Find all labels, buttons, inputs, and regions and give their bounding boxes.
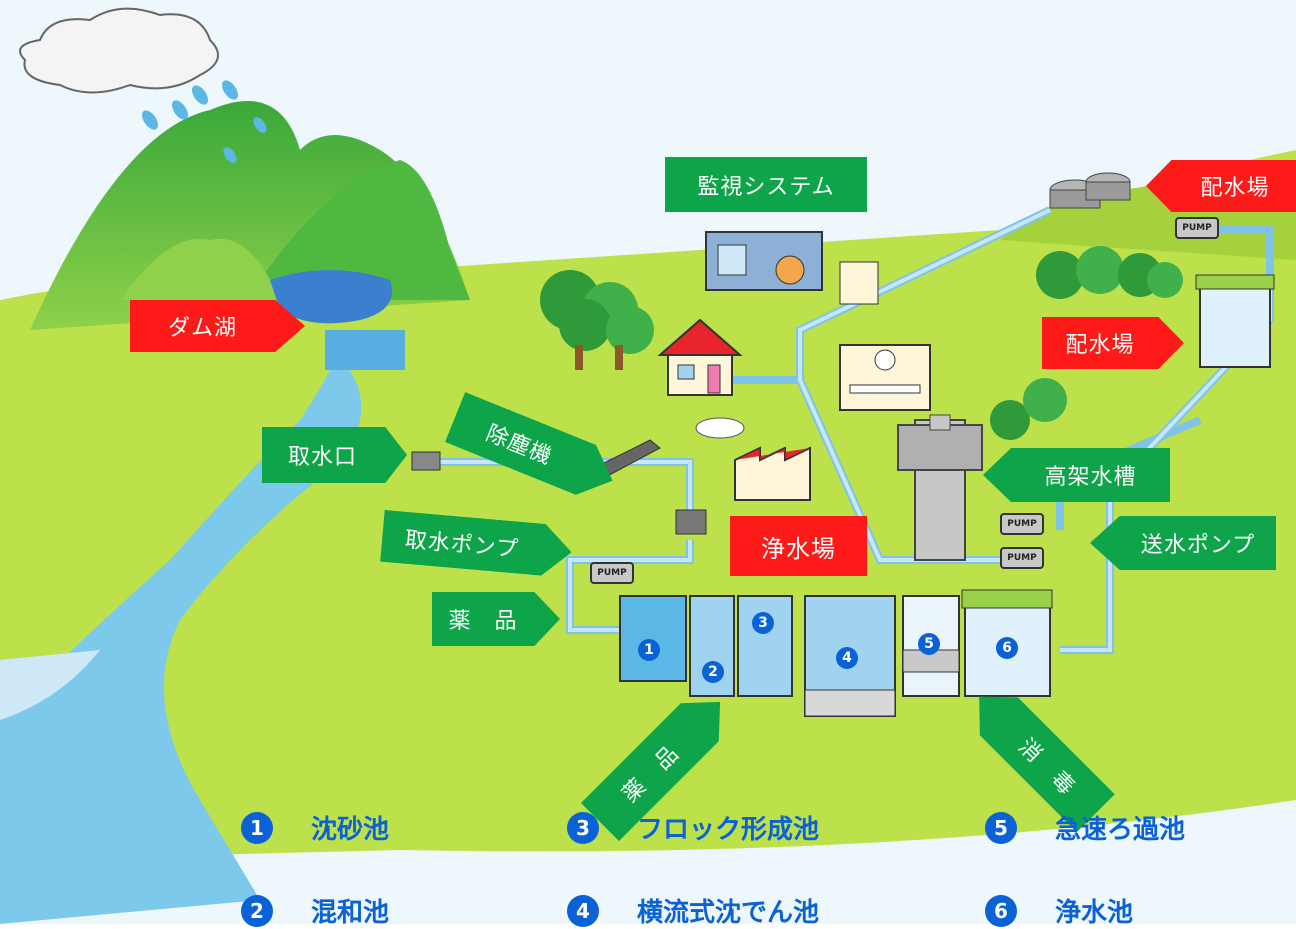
elevated-water-tower [897, 414, 983, 561]
legend-item-4: 4 横流式沈でん池 [567, 892, 819, 929]
legend-number: 6 [985, 894, 1017, 927]
label-intake: 取水口 [262, 427, 407, 483]
legend-text: 急速ろ過池 [1055, 815, 1186, 845]
pump-transmission-lower: PUMP [1000, 547, 1044, 569]
intake-gate [411, 451, 441, 471]
factory [695, 417, 811, 501]
dam-lake-water [270, 270, 392, 324]
mountain-right [260, 160, 470, 300]
legend-text: 沈砂池 [311, 815, 390, 845]
school-building [839, 344, 931, 411]
legend-number: 2 [241, 894, 273, 927]
label-monitoring-system: 監視システム [665, 157, 867, 212]
legend-number: 3 [567, 811, 599, 844]
distribution-tank [1195, 274, 1275, 368]
legend-number: 5 [985, 811, 1017, 844]
label-distribution-top: 配水場 [1146, 160, 1296, 212]
label-distribution-mid: 配水場 [1042, 317, 1184, 369]
house [657, 318, 743, 396]
legend-text: 浄水池 [1055, 898, 1134, 928]
legend-text: 混和池 [311, 898, 390, 928]
pump-transmission-upper: PUMP [1000, 513, 1044, 535]
label-purification-plant: 浄水場 [730, 516, 867, 576]
valve-box [675, 509, 707, 535]
tank-number-2: 2 [702, 661, 724, 683]
legend-number: 1 [241, 811, 273, 844]
legend-item-2: 2 混和池 [241, 892, 389, 929]
cloud [19, 7, 219, 94]
dam-wall [325, 330, 405, 370]
monitor-screen [705, 231, 879, 305]
river [0, 370, 362, 924]
pump-intake: PUMP [590, 562, 634, 584]
mountain-front [120, 238, 280, 300]
tank-number-4: 4 [836, 647, 858, 669]
trees-right [990, 246, 1183, 440]
label-elevated-tank: 高架水槽 [983, 448, 1170, 502]
pump-distribution: PUMP [1175, 217, 1219, 239]
legend-item-3: 3 フロック形成池 [567, 809, 819, 846]
raindrops [142, 80, 267, 163]
tank-number-1: 1 [638, 639, 660, 661]
reservoir-tanks [1049, 172, 1131, 209]
label-dam-lake: ダム湖 [130, 300, 305, 352]
legend-text: フロック形成池 [637, 815, 820, 845]
legend-item-5: 5 急速ろ過池 [985, 809, 1185, 846]
tank-number-3: 3 [752, 612, 774, 634]
tank-number-5: 5 [918, 633, 940, 655]
label-transmission-pump: 送水ポンプ [1090, 516, 1276, 570]
trees-center [540, 270, 654, 370]
legend-text: 横流式沈でん池 [637, 898, 820, 928]
label-chemicals-left: 薬 品 [432, 592, 560, 646]
legend-number: 4 [567, 894, 599, 927]
tank-number-6: 6 [996, 637, 1018, 659]
legend-item-1: 1 沈砂池 [241, 809, 389, 846]
legend-item-6: 6 浄水池 [985, 892, 1133, 929]
